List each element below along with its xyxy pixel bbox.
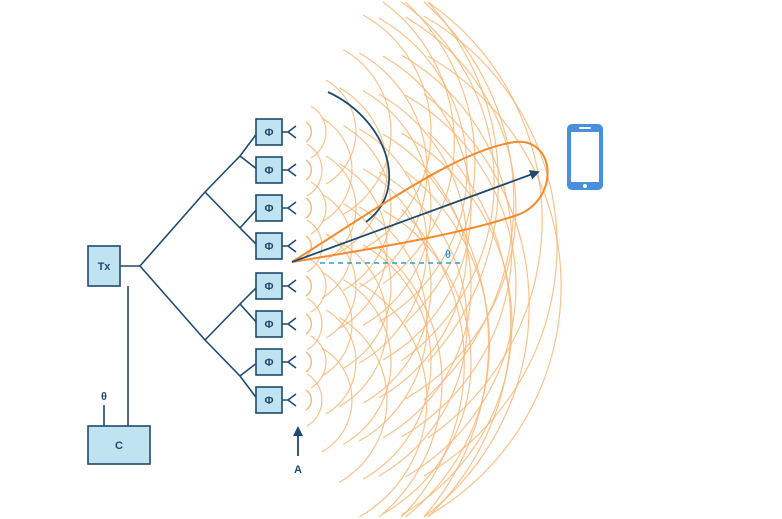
antenna-icon (282, 393, 297, 407)
phase-shifter-symbol: Φ (264, 127, 273, 139)
phase-shifter-symbol: Φ (264, 319, 273, 331)
antenna-emission-arc (305, 197, 312, 219)
wavefront-arc (382, 1, 455, 285)
wavefront-arc (343, 279, 392, 445)
antenna-emission-arc (305, 235, 312, 257)
wavefront-arc (423, 169, 490, 518)
antenna-icon (282, 239, 297, 253)
transmitter-box: Tx (87, 245, 121, 287)
feed-upper-main (120, 131, 259, 267)
wavefront-arc (321, 347, 353, 453)
smartphone-icon (567, 124, 603, 190)
wavefront-arc (378, 247, 443, 518)
wavefront-arc (427, 131, 512, 518)
wavefront-arc (343, 125, 392, 291)
beam-angle-label: θ (445, 249, 451, 261)
wavefront-arc (325, 79, 357, 185)
controller-box: C (87, 425, 151, 465)
feed-u1 (204, 191, 259, 247)
wavefront-arc (405, 94, 517, 478)
phase-shifter-4: Φ (255, 232, 312, 260)
wavefront-arc (362, 244, 432, 480)
phase-shifter-7: Φ (255, 348, 312, 376)
feed-u2 (239, 155, 259, 171)
wavefront-arc (358, 206, 428, 442)
wavefront-arc (362, 90, 432, 326)
wavefront-arc (423, 93, 530, 518)
beam-lobe (291, 140, 549, 263)
wavefront-arc (339, 317, 388, 483)
feed-l3 (239, 361, 259, 377)
wavefront-arc (401, 208, 465, 518)
wavefront-arc (405, 1, 476, 324)
wavefront-arc (382, 209, 472, 515)
wavefront-arc (343, 203, 392, 369)
wavefront-arc (405, 170, 490, 518)
wavefront-arc (358, 282, 428, 518)
phase-shifter-1: Φ (255, 118, 312, 146)
phase-shifter-8: Φ (255, 386, 312, 414)
wavefront-arc (423, 1, 515, 401)
phase-shifter-symbol: Φ (264, 203, 273, 215)
wavefront-arc (325, 309, 357, 415)
array-marker-label: A (294, 464, 302, 476)
wavefront-arc (310, 335, 327, 389)
wavefront-arc (306, 297, 323, 351)
phase-shifter-symbol: Φ (264, 357, 273, 369)
wavefront-arc (306, 373, 323, 427)
wavefront-arc (321, 117, 353, 223)
wavefront-arc (310, 181, 327, 235)
phase-shifter-6: Φ (255, 310, 312, 338)
wavefronts (306, 1, 562, 518)
antenna-icon (282, 317, 297, 331)
antenna-emission-arc (305, 389, 312, 411)
feed-lower-main (139, 265, 259, 401)
phase-shifter-column: Φ Φ Φ Φ Φ Φ Φ Φ (255, 118, 312, 414)
wavefront-arc (321, 193, 353, 299)
phase-shifter-5: Φ (255, 272, 312, 300)
controller-label: C (115, 440, 123, 452)
wavefront-arc (339, 241, 388, 407)
antenna-icon (282, 163, 297, 177)
antenna-emission-arc (305, 159, 312, 181)
wavefront-arc (343, 49, 392, 215)
antenna-icon (282, 125, 297, 139)
wavefront-arc (362, 168, 432, 404)
wavefront-arc (310, 105, 327, 159)
wavefront-arc (325, 155, 357, 261)
feed-network (103, 131, 259, 426)
wavefront-arc (339, 87, 388, 253)
phase-shifter-symbol: Φ (264, 165, 273, 177)
wavefront-arc (401, 1, 495, 362)
phase-shifter-symbol: Φ (264, 395, 273, 407)
beam-direction-arrow (291, 170, 540, 263)
antenna-icon (282, 279, 297, 293)
wavefront-arc (427, 1, 543, 439)
antenna-icon (282, 355, 297, 369)
wavefront-arc (306, 143, 323, 197)
antenna-emission-arc (305, 275, 312, 297)
wavefront-arc (405, 16, 517, 400)
antenna-emission-arc (305, 121, 312, 143)
wavefront-arc (321, 271, 353, 377)
feed-l2 (239, 303, 259, 325)
wavefront-arc (427, 55, 562, 517)
wavefront-arc (306, 219, 323, 273)
transmitter-label: Tx (98, 261, 112, 273)
antenna-icon (282, 201, 297, 215)
steering-arc (327, 91, 391, 223)
feed-l1 (204, 285, 259, 341)
antenna-emission-arc (305, 313, 312, 335)
phase-shifter-2: Φ (255, 156, 312, 184)
feed-u3 (239, 207, 259, 229)
wavefront-arc (382, 133, 472, 439)
phase-shifter-3: Φ (255, 194, 312, 222)
phase-shifter-symbol: Φ (264, 241, 273, 253)
antenna-emission-arc (305, 351, 312, 373)
controller-signal-label: θ (101, 391, 107, 403)
phase-shifter-symbol: Φ (264, 281, 273, 293)
